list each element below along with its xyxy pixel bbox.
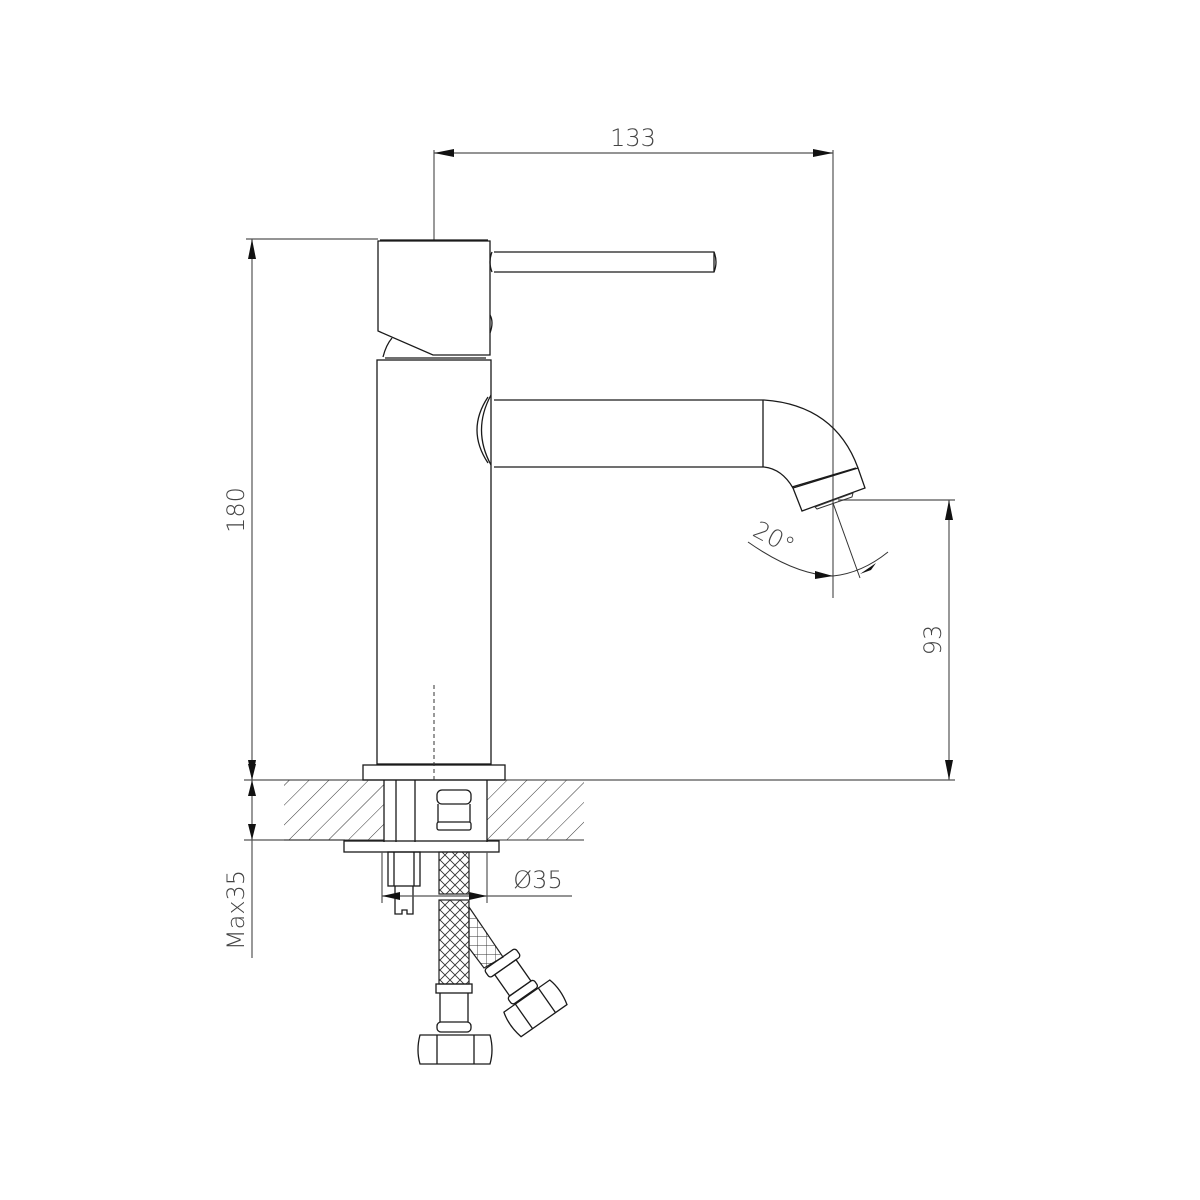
dimension-reach: 133 — [433, 124, 834, 598]
arrow-down-icon — [945, 760, 953, 780]
angle-annotation: 20° — [747, 502, 889, 579]
dimension-label-outlet-height: 93 — [919, 625, 947, 656]
deck-section — [284, 780, 584, 853]
arrow-up-icon — [248, 239, 256, 259]
arrow-right-icon — [813, 149, 833, 157]
flexible-hose-angled — [468, 905, 568, 1038]
dimension-deck-thickness: Max35 — [222, 764, 256, 958]
dimension-label-height: 180 — [222, 487, 250, 533]
dimension-outlet-height: 93 — [838, 499, 955, 780]
dimension-height: 180 — [222, 238, 378, 780]
flexible-hose-straight — [417, 851, 493, 1065]
faucet-body — [362, 239, 866, 782]
dimension-label-hole-diameter: Ø35 — [513, 866, 562, 894]
dimension-label-reach: 133 — [610, 124, 656, 152]
dimension-hole-diameter: Ø35 — [381, 852, 572, 903]
angle-label: 20° — [748, 516, 799, 561]
dimension-label-max-thickness: Max35 — [222, 870, 250, 950]
lever-handle — [489, 251, 717, 273]
mounting-nut — [387, 851, 421, 915]
arrow-left-icon — [434, 149, 454, 157]
arrow-up-icon — [945, 500, 953, 520]
